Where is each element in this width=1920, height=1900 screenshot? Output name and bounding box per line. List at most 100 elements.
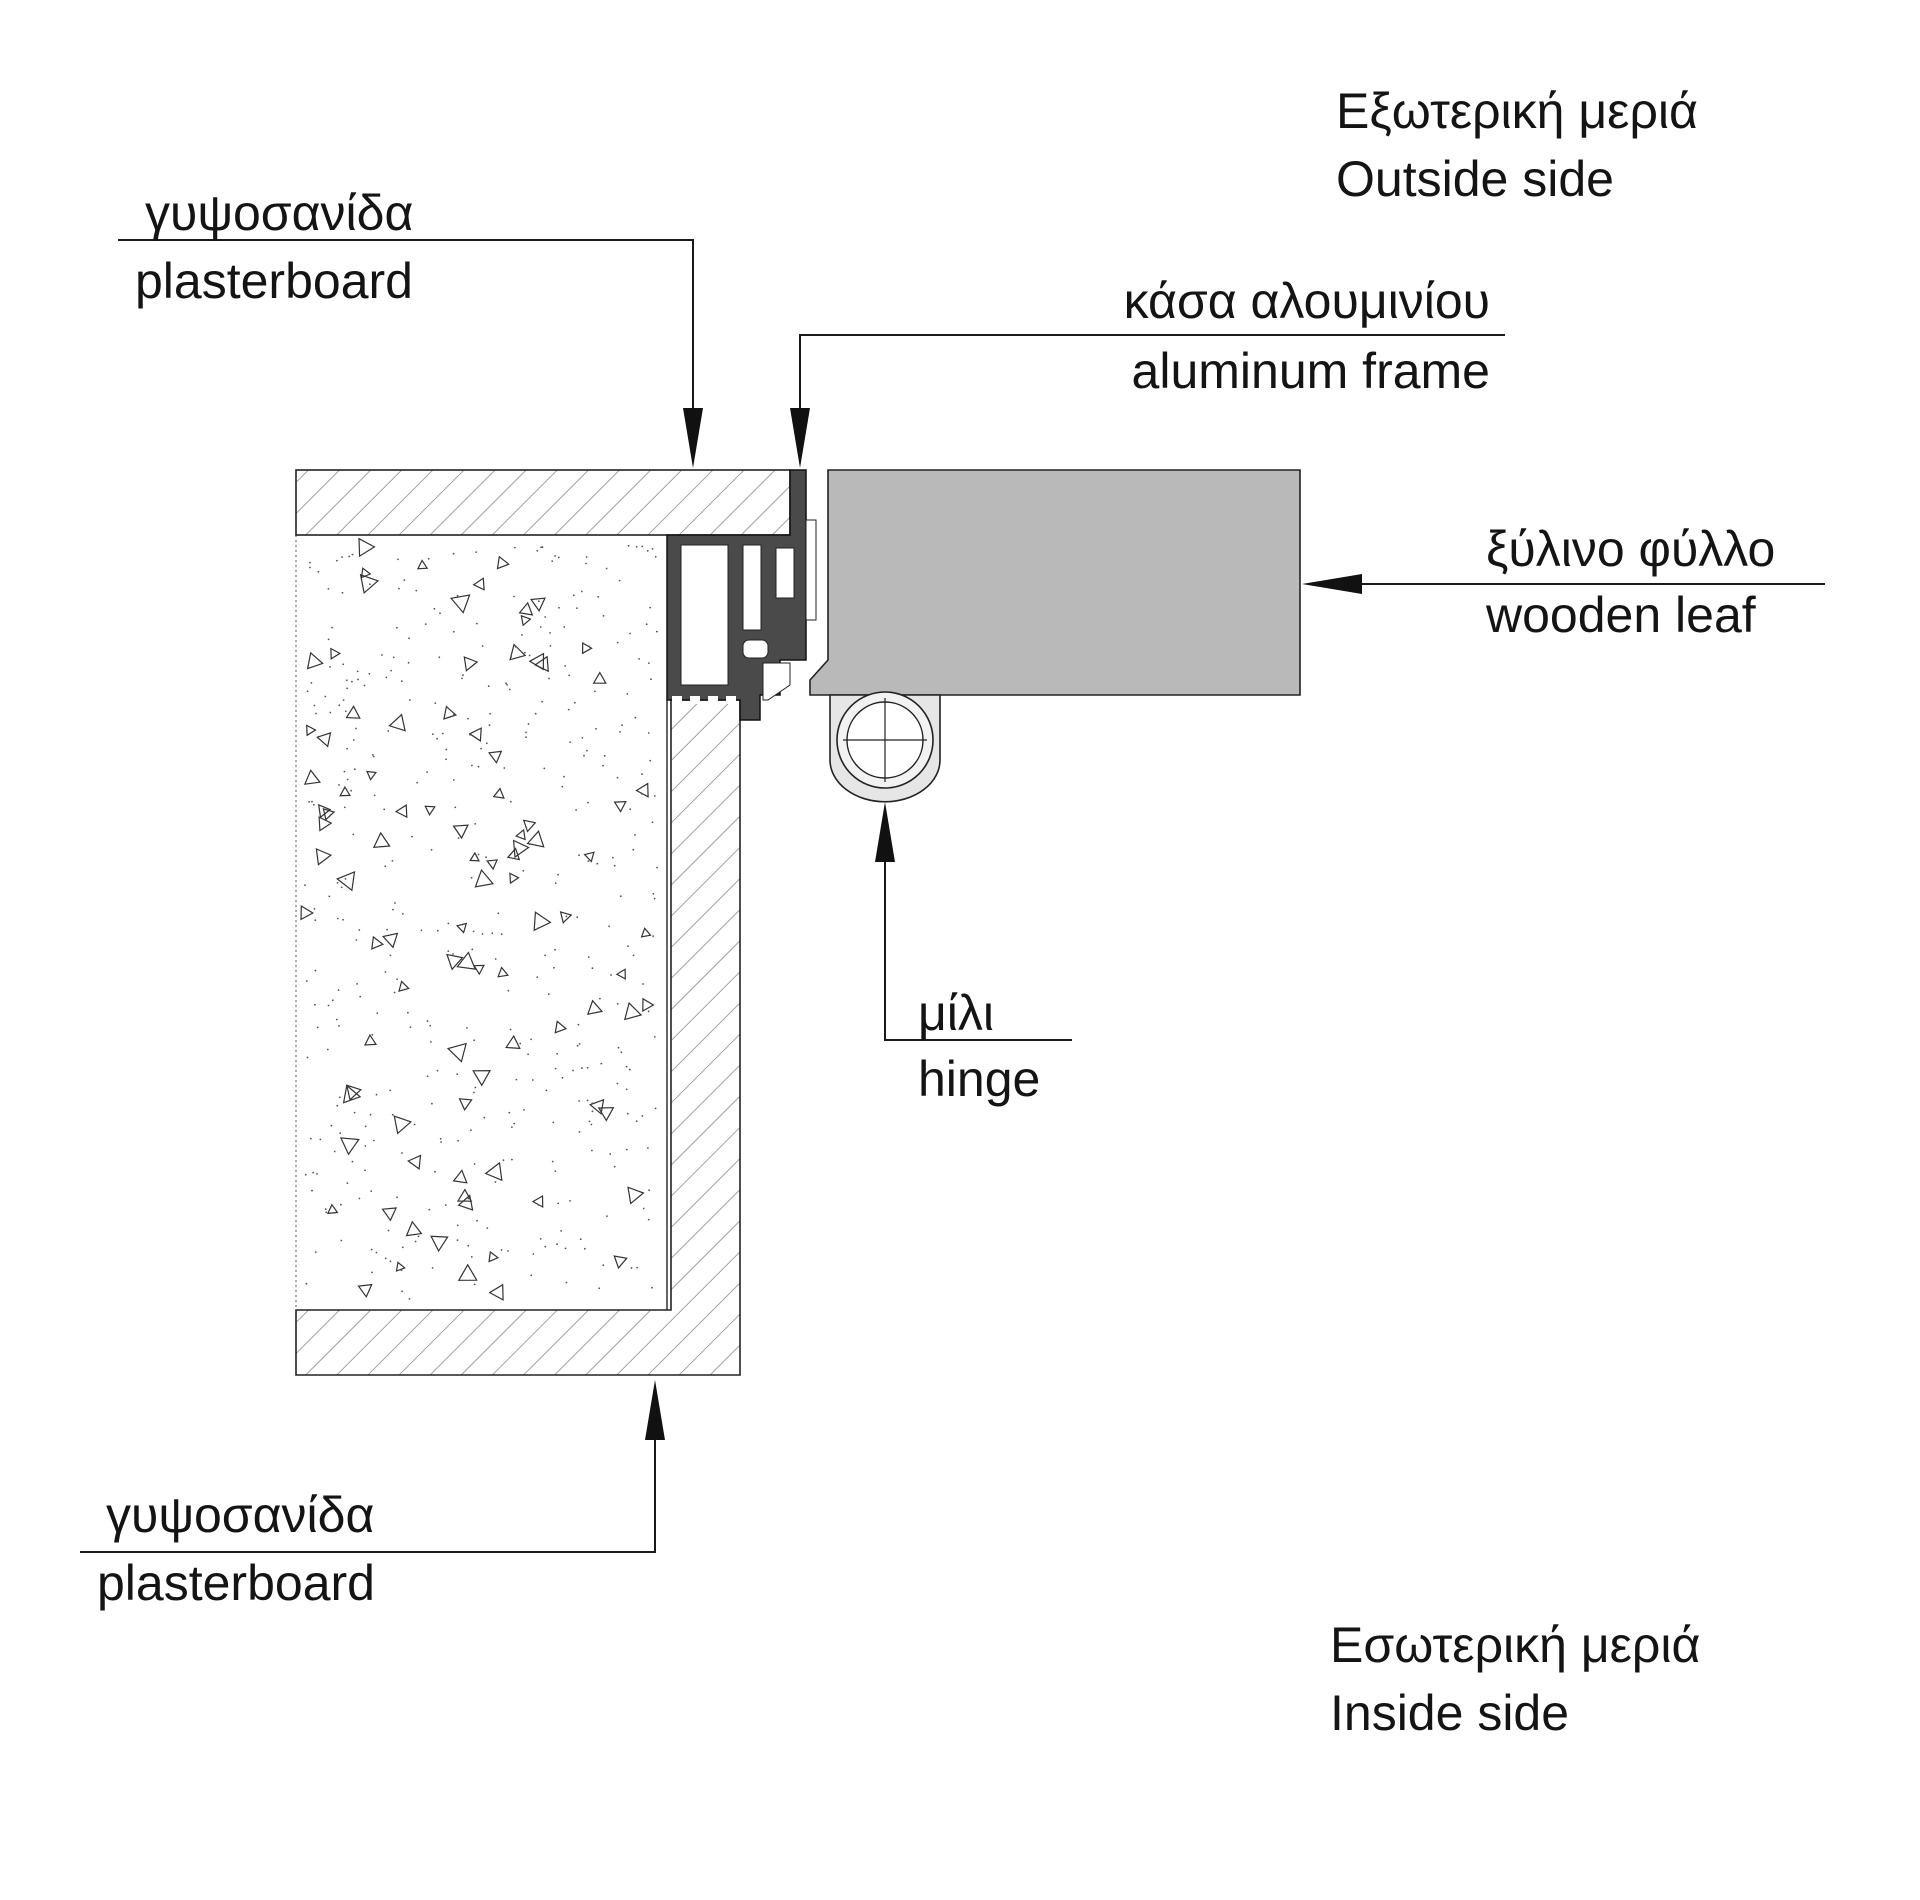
aggregate-triangle xyxy=(458,1098,473,1111)
aggregate-dot xyxy=(393,991,396,994)
aggregate-dot xyxy=(641,545,644,548)
aggregate-dot xyxy=(522,869,525,872)
aggregate-dot xyxy=(400,1269,403,1272)
aggregate-dot xyxy=(439,1137,442,1140)
aggregate-dot xyxy=(314,969,317,972)
aggregate-dot xyxy=(557,873,559,876)
aggregate-dot xyxy=(556,1052,559,1055)
aggregate-triangle xyxy=(345,1084,363,1101)
aggregate-triangle xyxy=(597,1107,615,1122)
aggregate-dot xyxy=(308,801,310,803)
aggregate-dot xyxy=(407,1011,409,1014)
aggregate-dot xyxy=(591,1110,594,1113)
aggregate-triangle xyxy=(581,641,593,655)
aggregate-dot xyxy=(389,1260,392,1263)
aggregate-triangle xyxy=(388,713,406,732)
aggregate-dot xyxy=(305,1282,308,1285)
aggregate-dot xyxy=(497,912,500,915)
leader-wooden-leaf xyxy=(1302,574,1825,594)
aggregate-dot xyxy=(634,716,637,719)
aggregate-dot xyxy=(619,731,621,733)
aggregate-dot xyxy=(480,747,482,750)
aggregate-triangle xyxy=(469,851,481,862)
leader-plasterboard-top xyxy=(118,239,703,468)
hinge-cylinder xyxy=(829,691,941,803)
aggregate-dot xyxy=(384,1257,387,1260)
aggregate-dot xyxy=(325,1211,328,1214)
aggregate-dot xyxy=(576,1044,579,1047)
aggregate-triangle xyxy=(446,953,464,971)
aggregate-dot xyxy=(485,742,488,745)
aggregate-dot xyxy=(340,886,343,889)
aggregate-dot xyxy=(353,1111,356,1114)
aggregate-dot xyxy=(440,1141,442,1143)
aggregate-triangle xyxy=(430,1235,449,1253)
aggregate-dot xyxy=(567,708,570,711)
aggregate-dot xyxy=(384,971,387,973)
aggregate-dot xyxy=(317,570,320,573)
aggregate-dot xyxy=(372,754,374,756)
aggregate-dot xyxy=(326,1048,329,1051)
label-aluminum-frame: κάσα αλουμινίου aluminum frame xyxy=(1124,273,1490,399)
aggregate-dot xyxy=(403,579,406,581)
aggregate-dot xyxy=(616,641,619,644)
aggregate-triangle xyxy=(407,1154,422,1170)
aggregate-triangle xyxy=(518,601,534,616)
aggregate-dot xyxy=(528,654,531,657)
aggregate-dot xyxy=(593,690,596,693)
aggregate-dot xyxy=(438,656,441,659)
aggregate-dot xyxy=(467,1197,470,1200)
aggregate-dot xyxy=(316,1173,318,1175)
aggregate-dot xyxy=(513,1122,516,1125)
aggregate-dot xyxy=(316,1026,319,1029)
aggregate-dot xyxy=(389,954,392,957)
concrete-wall-core xyxy=(295,535,671,1310)
aggregate-dot xyxy=(370,1248,373,1251)
aggregate-triangle xyxy=(416,559,429,570)
aggregate-dot xyxy=(572,594,575,597)
aggregate-dot xyxy=(314,1003,316,1006)
aggregate-dot xyxy=(471,764,473,767)
aggregate-dot xyxy=(507,989,510,992)
aggregate-dot xyxy=(342,699,345,701)
aggregate-triangle xyxy=(497,966,510,978)
label-plasterboard-bottom: γυψοσανίδα plasterboard xyxy=(97,1487,375,1611)
aggregate-dot xyxy=(632,848,635,851)
aggregate-dot xyxy=(636,1266,638,1269)
label-inside-side: Εσωτερική μεριά Inside side xyxy=(1330,1617,1700,1741)
aggregate-dot xyxy=(627,544,630,547)
aggregate-triangle xyxy=(455,922,468,934)
aggregate-dot xyxy=(638,658,640,660)
aggregate-dot xyxy=(430,1041,432,1043)
aggregate-dot xyxy=(649,759,652,762)
aggregate-dot xyxy=(353,768,356,771)
aggregate-dot xyxy=(338,704,341,707)
aggregate-dot xyxy=(587,801,589,804)
aggregate-dot xyxy=(494,1181,497,1183)
aggregate-dot xyxy=(544,1245,547,1248)
aggregate-dot xyxy=(616,1082,619,1085)
aggregate-dot xyxy=(396,626,398,629)
aggregate-dot xyxy=(640,792,643,795)
aggregate-dot xyxy=(600,1062,603,1065)
label-outside-side: Εξωτερική μεριά Outside side xyxy=(1336,83,1698,207)
aggregate-dot xyxy=(338,1025,340,1027)
aggregate-triangle xyxy=(592,671,607,684)
aggregate-dot xyxy=(456,594,459,597)
aggregate-triangle xyxy=(371,935,385,950)
aggregate-dot xyxy=(524,651,526,654)
aggregate-dot xyxy=(392,656,395,659)
aggregate-dot xyxy=(558,606,560,609)
aggregate-dot xyxy=(401,1290,403,1293)
aggregate-dot xyxy=(346,778,349,781)
aggregate-dot xyxy=(618,579,621,582)
aggregate-triangle xyxy=(364,1033,378,1046)
label-hinge: μίλι hinge xyxy=(918,985,1040,1107)
aggregate-dot xyxy=(536,549,539,552)
aggregate-dot xyxy=(324,695,327,698)
aggregate-dot xyxy=(357,678,359,681)
aggregate-dot xyxy=(534,712,537,715)
aggregate-dot xyxy=(630,1267,633,1269)
aggregate-dot xyxy=(539,1238,542,1240)
aggregate-dot xyxy=(343,770,346,773)
